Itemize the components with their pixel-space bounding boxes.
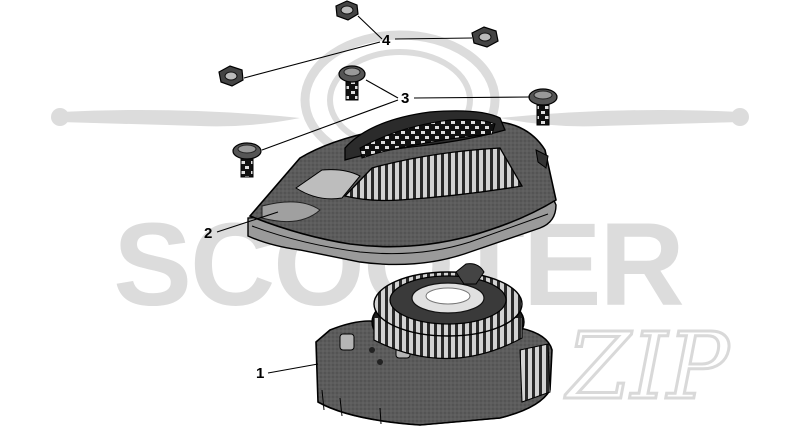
callout-3: 3: [261, 79, 531, 151]
leader-line: [267, 363, 319, 374]
flange-bolt: [338, 65, 366, 101]
leader-line: [243, 41, 381, 79]
leader-line: [394, 37, 473, 40]
watermark-wing-logo: [51, 30, 749, 170]
leader-line: [413, 96, 531, 99]
leader-line: [357, 15, 383, 40]
watermark-script: ZIP: [564, 313, 731, 420]
flange-nut: [471, 26, 499, 48]
leader-line: [216, 211, 279, 233]
flange-bolt: [232, 142, 262, 178]
callout-label: 4: [382, 32, 391, 49]
callout-label: 1: [256, 365, 264, 382]
flange-nut: [335, 0, 359, 21]
engine-cover: [247, 110, 557, 266]
callout-1: 1: [256, 363, 319, 382]
callout-label: 3: [401, 90, 409, 107]
callout-4: 4: [243, 15, 473, 79]
callout-2: 2: [204, 211, 279, 242]
leader-line: [365, 79, 399, 99]
recoil-starter: [315, 263, 553, 426]
callout-label: 2: [204, 225, 212, 242]
leader-line: [261, 99, 399, 151]
flange-bolt: [528, 88, 558, 126]
flange-nut: [218, 65, 244, 87]
